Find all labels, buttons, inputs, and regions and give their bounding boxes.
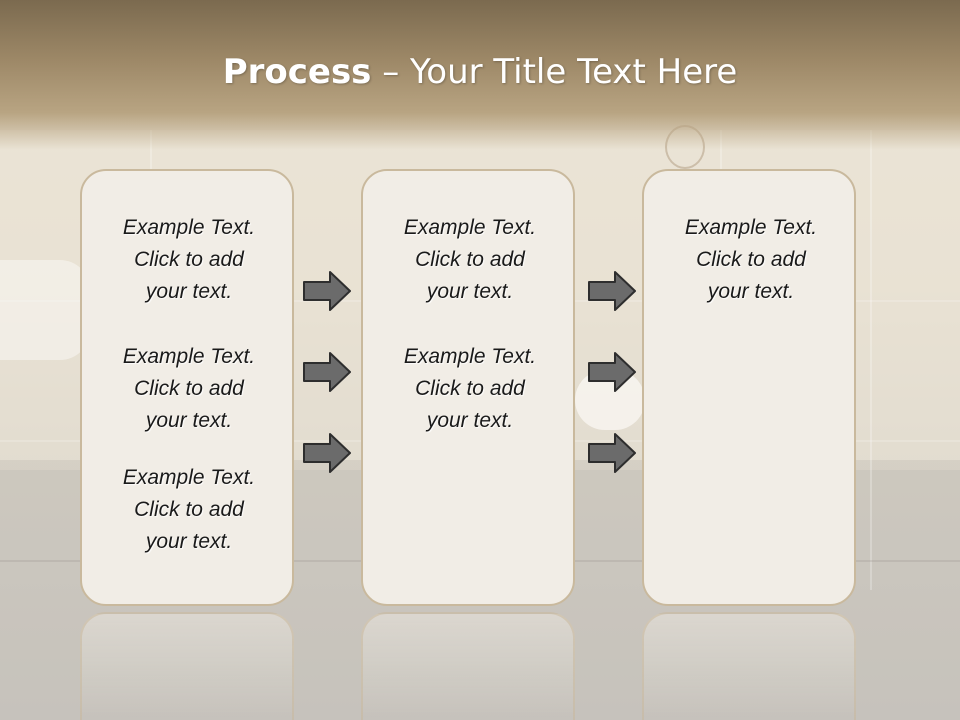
right-arrow-icon bbox=[588, 433, 636, 473]
text-line: your text. bbox=[145, 280, 233, 303]
text-line: Click to add bbox=[696, 248, 806, 271]
title-rest: – Your Title Text Here bbox=[371, 52, 738, 92]
text-line: Click to add bbox=[134, 248, 244, 271]
text-line: Click to add bbox=[415, 377, 525, 400]
text-line: your text. bbox=[145, 409, 233, 432]
text-line: your text. bbox=[426, 280, 514, 303]
process-box-2[interactable]: Example Text. Click to add your text. Ex… bbox=[361, 169, 575, 606]
right-arrow-icon bbox=[588, 352, 636, 392]
right-arrow-icon bbox=[588, 271, 636, 311]
text-block[interactable]: Example Text. Click to add your text. bbox=[82, 212, 296, 308]
right-arrow-icon bbox=[303, 352, 351, 392]
box-reflection bbox=[80, 612, 294, 720]
page-title[interactable]: Process – Your Title Text Here bbox=[0, 52, 960, 92]
text-line: your text. bbox=[426, 409, 514, 432]
title-bar bbox=[0, 0, 960, 150]
text-line: your text. bbox=[707, 280, 795, 303]
text-line: Example Text. bbox=[684, 216, 818, 239]
text-block[interactable]: Example Text. Click to add your text. bbox=[363, 341, 577, 437]
right-arrow-icon bbox=[303, 433, 351, 473]
box-reflection bbox=[642, 612, 856, 720]
text-line: Click to add bbox=[415, 248, 525, 271]
text-line: your text. bbox=[145, 530, 233, 553]
text-line: Example Text. bbox=[403, 345, 537, 368]
process-box-1[interactable]: Example Text. Click to add your text. Ex… bbox=[80, 169, 294, 606]
text-block[interactable]: Example Text. Click to add your text. bbox=[82, 462, 296, 558]
text-line: Click to add bbox=[134, 377, 244, 400]
text-line: Example Text. bbox=[122, 345, 256, 368]
process-box-3[interactable]: Example Text. Click to add your text. bbox=[642, 169, 856, 606]
box-reflection bbox=[361, 612, 575, 720]
right-arrow-icon bbox=[303, 271, 351, 311]
title-bold: Process bbox=[222, 52, 372, 92]
text-line: Click to add bbox=[134, 498, 244, 521]
text-line: Example Text. bbox=[122, 216, 256, 239]
text-line: Example Text. bbox=[403, 216, 537, 239]
background-sink bbox=[0, 260, 90, 360]
text-line: Example Text. bbox=[122, 466, 256, 489]
text-block[interactable]: Example Text. Click to add your text. bbox=[82, 341, 296, 437]
text-block[interactable]: Example Text. Click to add your text. bbox=[363, 212, 577, 308]
text-block[interactable]: Example Text. Click to add your text. bbox=[644, 212, 858, 308]
wall-tile-line bbox=[870, 130, 872, 590]
